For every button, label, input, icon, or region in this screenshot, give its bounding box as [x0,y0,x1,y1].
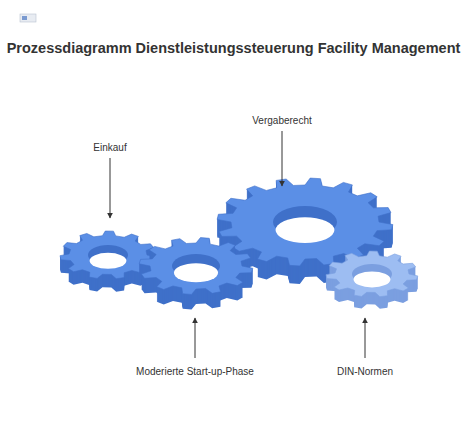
logo [20,14,36,22]
leader-arrow [195,318,196,358]
gear-label: Einkauf [93,142,126,153]
gear-hole [354,271,391,287]
gear-top [139,238,253,295]
gear-side [326,252,418,298]
gear [326,251,418,309]
gear-top [217,178,393,266]
leader-arrow [282,131,283,186]
gear-hole [174,263,218,282]
gear-label: Vergaberecht [252,115,312,126]
gear-hole [276,217,335,243]
leader-arrow [110,158,111,218]
gear-top [326,251,418,297]
leader-arrow [365,318,366,358]
diagram-title: Prozessdiagramm Dienstleistungssteuerung… [0,40,467,56]
leader-arrows [110,131,365,358]
gear-label: Moderierte Start-up-Phase [136,366,254,377]
gear-side [139,239,253,296]
gear-hole [90,253,127,269]
gear-label: DIN-Normen [337,366,393,377]
gear [139,238,253,310]
